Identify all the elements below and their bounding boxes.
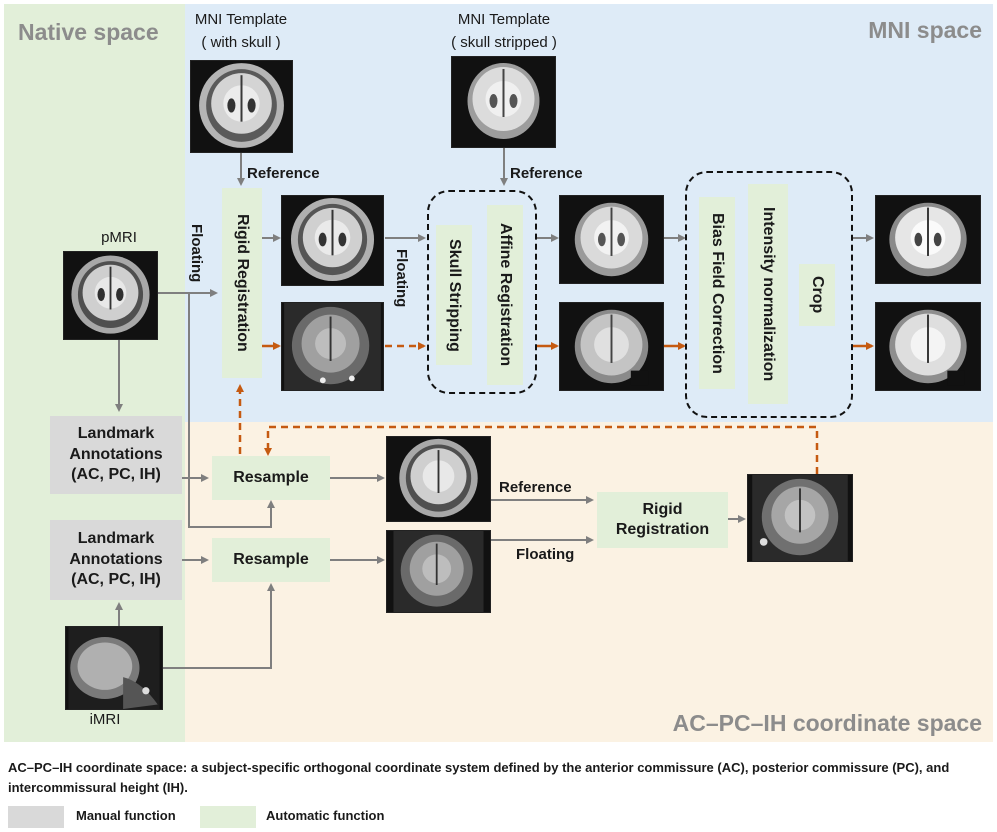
acpc-space-title: AC–PC–IH coordinate space — [672, 710, 982, 736]
landmark-1-line1: Landmark — [77, 424, 155, 442]
intensity-normalization-step: Intensity normalization — [748, 184, 788, 404]
landmark-annotations-step-2: Landmark Annotations (AC, PC, IH) — [50, 520, 182, 600]
registered-imri-image — [747, 474, 853, 562]
rigid-registration-top-label: Rigid Registration — [234, 214, 251, 352]
arrow-pmri-to-resample1 — [188, 293, 275, 528]
reference-label-1: Reference — [247, 165, 320, 182]
landmark-2-line3: (AC, PC, IH) — [71, 571, 161, 589]
resample-step-2: Resample — [212, 538, 330, 582]
floating-label-3: Floating — [516, 546, 575, 563]
skull-stripping-step: Skull Stripping — [436, 225, 472, 365]
legend-automatic-label: Automatic function — [266, 808, 385, 823]
resampled-imri-image — [386, 530, 491, 613]
mni-with-skull-subtitle: ( with skull ) — [201, 34, 281, 51]
rigid-registration-top-step: Rigid Registration — [222, 188, 262, 378]
landmark-2-line1: Landmark — [77, 529, 155, 547]
rigid-registration-bottom-step: Rigid Registration — [597, 492, 728, 548]
landmark-annotations-step-1: Landmark Annotations (AC, PC, IH) — [50, 416, 182, 494]
legend-manual-swatch — [8, 806, 64, 828]
pmri-image — [63, 251, 158, 340]
arrow-imri-to-resample2 — [163, 583, 275, 669]
imri-label: iMRI — [89, 711, 121, 728]
final-output-pmri-image — [875, 195, 981, 284]
skull-stripping-label: Skull Stripping — [446, 238, 463, 352]
rigid-output-pmri-image — [281, 195, 384, 286]
reference-label-3: Reference — [499, 479, 572, 496]
rigid-registration-bottom-line1: Rigid — [642, 501, 683, 518]
mni-stripped-subtitle: ( skull stripped ) — [451, 34, 557, 51]
intensity-normalization-label: Intensity normalization — [760, 206, 777, 382]
bias-intensity-crop-group-frame — [685, 171, 853, 418]
affine-registration-label: Affine Registration — [497, 223, 514, 367]
pmri-label: pMRI — [101, 229, 137, 246]
mni-stripped-title: MNI Template — [457, 11, 551, 28]
imri-image — [65, 626, 163, 710]
crop-step: Crop — [799, 264, 835, 326]
floating-label-1: Floating — [188, 224, 205, 283]
resample-2-label: Resample — [233, 551, 309, 568]
legend-automatic-swatch — [200, 806, 256, 828]
native-space-region — [4, 4, 185, 742]
affine-registration-step: Affine Registration — [487, 205, 523, 385]
landmark-1-line2: Annotations — [69, 445, 163, 463]
affine-output-imri-image — [559, 302, 664, 391]
bias-field-correction-label: Bias Field Correction — [709, 212, 726, 374]
resample-step-1: Resample — [212, 456, 330, 500]
rigid-registration-bottom-line2: Registration — [615, 521, 710, 538]
landmark-1-line3: (AC, PC, IH) — [71, 466, 161, 484]
crop-label: Crop — [809, 276, 826, 314]
native-space-title: Native space — [18, 19, 159, 45]
legend-manual-label: Manual function — [76, 808, 176, 823]
resampled-pmri-image — [386, 436, 491, 522]
mni-with-skull-title: MNI Template — [194, 11, 288, 28]
arrow-img9-to-resample1 — [264, 425, 819, 474]
bias-field-correction-step: Bias Field Correction — [699, 197, 735, 389]
affine-output-pmri-image — [559, 195, 664, 284]
resample-1-label: Resample — [233, 469, 309, 486]
landmark-2-line2: Annotations — [69, 550, 163, 568]
mni-template-with-skull-image — [190, 60, 293, 153]
reference-label-2: Reference — [510, 165, 583, 182]
floating-label-2: Floating — [393, 249, 410, 308]
mni-space-title: MNI space — [868, 17, 982, 43]
skull-affine-group-frame — [427, 190, 537, 394]
final-output-imri-image — [875, 302, 981, 391]
mni-template-skull-stripped-image — [451, 56, 556, 148]
rigid-output-imri-image — [281, 302, 384, 391]
caption-text: AC–PC–IH coordinate space: a subject-spe… — [8, 760, 950, 795]
